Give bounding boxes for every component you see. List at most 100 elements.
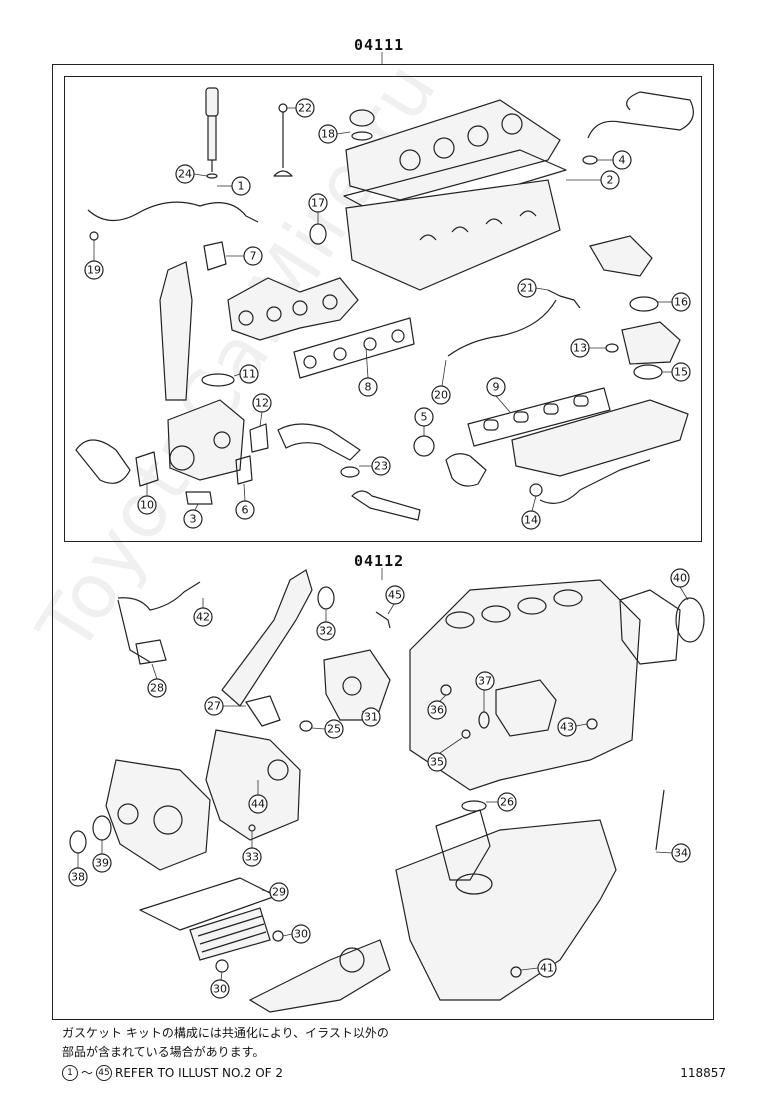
gasket-26-part [461,800,487,812]
svg-text:11: 11 [242,368,256,381]
gasket-28-part [135,639,167,665]
callout-30-a: 30 [282,924,311,944]
callout-19: 19 [84,240,104,280]
callout-30-b: 30 [210,971,230,999]
svg-text:8: 8 [365,381,372,394]
svg-text:14: 14 [524,514,538,527]
callout-1: 1 [217,176,251,196]
egr-pipe-part [277,423,361,461]
bracket-27-part [245,695,281,727]
svg-text:31: 31 [364,711,378,724]
callout-5: 5 [414,407,434,436]
bracket-3-part [185,491,213,505]
svg-text:21: 21 [520,282,534,295]
intake-manifold-part [511,399,689,477]
callout-15: 15 [662,362,691,382]
drain-plug-41-part [510,966,522,978]
svg-text:9: 9 [493,381,500,394]
manifold-gasket-8-part [293,317,415,379]
svg-text:37: 37 [478,675,492,688]
svg-text:26: 26 [500,796,514,809]
ref-tilde: ～ [81,1066,94,1080]
oil-filter-housing-part [495,679,557,737]
svg-text:12: 12 [255,397,269,410]
svg-text:2: 2 [607,174,614,187]
svg-text:1: 1 [238,180,245,193]
gasket-5-part [413,435,435,457]
strainer-part [435,809,491,881]
svg-text:33: 33 [245,851,259,864]
svg-text:40: 40 [673,572,687,585]
callout-32: 32 [316,610,336,641]
oil-pan-part [395,819,617,1001]
callout-33: 33 [242,831,262,867]
callout-39: 39 [92,840,112,873]
seal-17-part [309,223,327,245]
gasket-6-part [235,455,253,485]
gasket-10-part [135,451,159,487]
note-line-2: 部品が含まれている場合があります。 [62,1045,265,1059]
svg-text:23: 23 [374,460,388,473]
svg-text:13: 13 [573,342,587,355]
timing-cover-front-part [105,759,211,871]
svg-text:19: 19 [87,264,101,277]
intake-hose-part [75,439,131,484]
callout-18: 18 [318,124,351,144]
callout-25: 25 [311,719,344,739]
seal-35-part [461,729,471,739]
fitting-45-part [375,611,391,629]
valve-part [273,103,293,177]
svg-text:25: 25 [327,723,341,736]
callout-12: 12 [252,393,272,427]
callout-41: 41 [520,958,557,978]
ref-callout-from: 1 [62,1064,78,1081]
gasket-16-part [629,296,659,312]
rear-oil-seal-40-part [675,597,705,643]
reference-note: 1 ～ 45 REFER TO ILLUST NO.2 OF 2 [62,1064,283,1081]
sensor-21-part [547,289,581,309]
seal-39-part [92,815,112,841]
water-outlet-part [589,235,653,277]
note-line-1: ガスケット キットの構成には共通化により、イラスト以外の [62,1026,389,1040]
gasket-11-part [201,373,235,387]
callout-36: 36 [427,694,447,720]
water-pipe-32-part [221,569,313,707]
svg-text:30: 30 [213,983,227,996]
callout-27: 27 [204,696,246,716]
callout-29: 29 [261,882,289,902]
callout-4: 4 [597,150,632,170]
dipstick-34-part [655,789,665,851]
callout-42: 42 [193,598,213,627]
outlet-part [445,453,487,487]
callout-40: 40 [670,568,690,601]
callout-21: 21 [517,278,549,298]
callout-43: 43 [557,717,588,737]
callout-44: 44 [248,780,268,814]
seal-32-part [317,586,335,610]
svg-text:41: 41 [540,962,554,975]
callout-26: 26 [486,792,517,812]
kit-code-upper: 04111 [354,36,405,54]
callout-17: 17 [308,193,328,224]
svg-text:30: 30 [294,928,308,941]
callout-24: 24 [175,164,208,184]
gasket-12-part [249,423,269,453]
water-pipe-lower-part [539,459,651,504]
svg-text:38: 38 [71,871,85,884]
svg-text:42: 42 [196,611,210,624]
water-pump-31-part [323,649,391,721]
timing-cover-part [205,729,301,841]
svg-text:4: 4 [619,154,626,167]
turbocharger-part [167,399,245,481]
exhaust-pipe-part [159,261,193,401]
rear-plate-part [619,589,681,665]
callout-9: 9 [486,377,511,413]
gasket-4-part [582,155,598,165]
seal-30a-part [272,930,284,942]
svg-text:27: 27 [207,700,221,713]
svg-text:22: 22 [298,102,312,115]
callout-45: 45 [385,585,405,615]
oil-pipe-42-part [117,581,201,611]
callout-35: 35 [427,737,463,772]
svg-text:36: 36 [430,704,444,717]
